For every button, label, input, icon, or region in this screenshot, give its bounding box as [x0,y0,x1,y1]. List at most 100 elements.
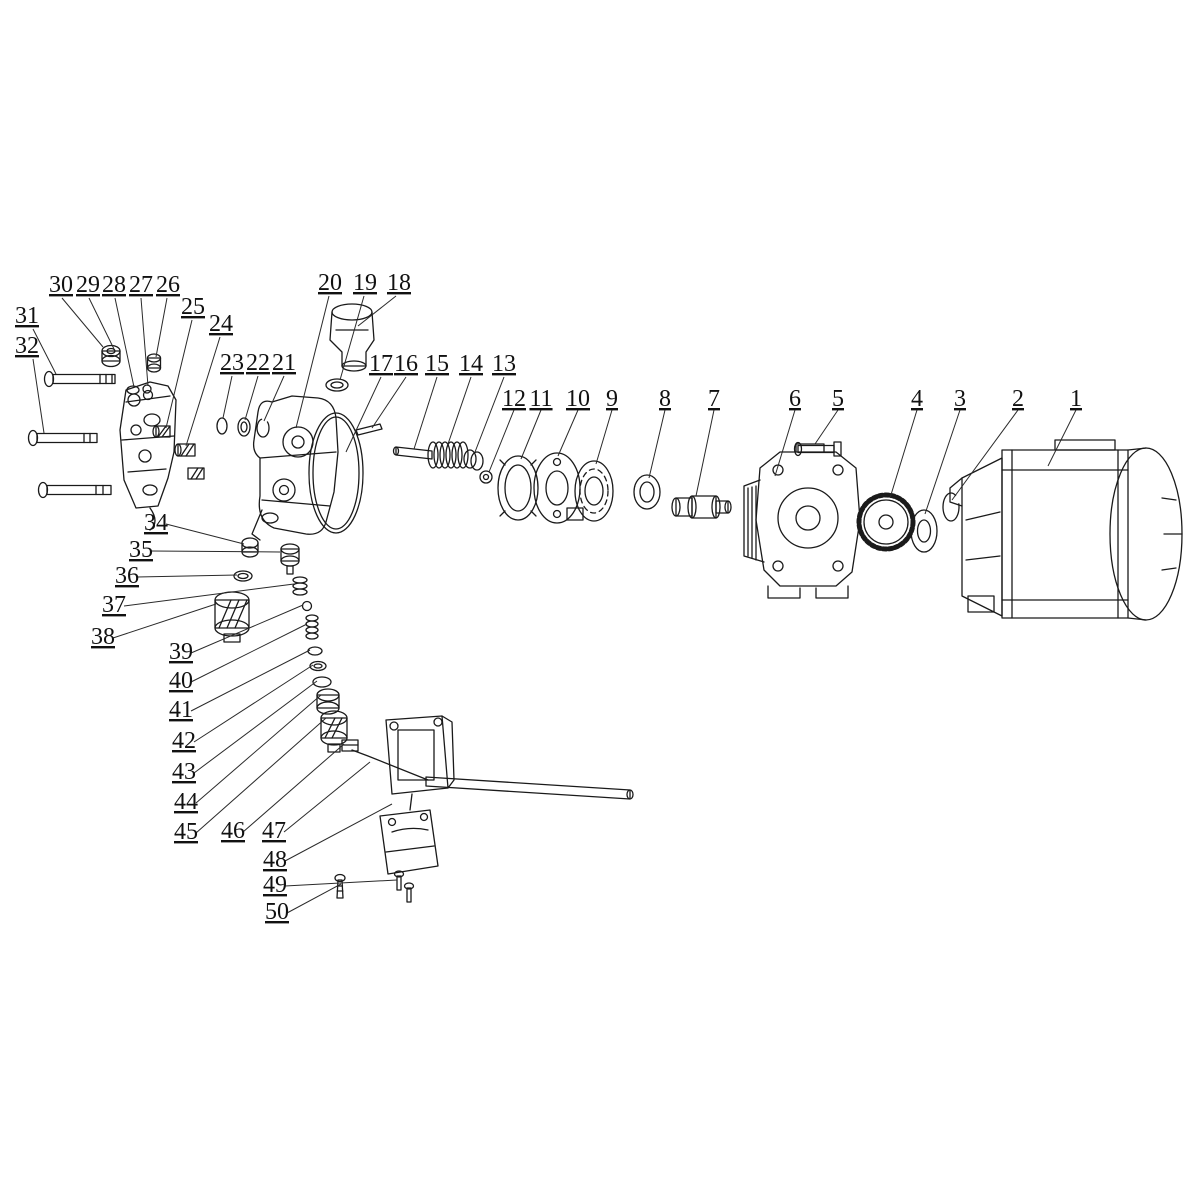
part-9-bearing [574,460,614,522]
part-35-valve [280,543,300,575]
part-label-19: 19 [353,270,377,296]
part-label-26: 26 [156,272,180,298]
part-label-6: 6 [789,386,801,412]
part-label-44: 44 [174,789,198,815]
extra-bolt [37,481,112,499]
part-label-17: 17 [369,351,393,377]
part-24-fitting [174,443,205,480]
part-7-plunger [671,495,732,519]
part-label-15: 15 [425,351,449,377]
part-15-rod [392,446,433,460]
part-17-oring [308,412,364,534]
part-36-oring [233,570,253,582]
part-label-36: 36 [115,563,139,589]
part-label-20: 20 [318,270,342,296]
part-29-30-cap [101,344,121,368]
part-27-28-rings [126,384,152,395]
part-label-25: 25 [181,294,205,320]
part-21-clip [256,418,270,438]
part-label-7: 7 [708,386,720,412]
part-1-motor [949,439,1183,621]
part-label-18: 18 [387,270,411,296]
part-label-16: 16 [394,351,418,377]
part-2-retaining-ring [942,492,960,522]
part-18-funnel [329,303,375,372]
part-label-41: 41 [169,697,193,723]
part-11-bearing-plate [497,455,539,521]
part-8-seal [633,474,661,510]
parts-drawing [27,303,1183,903]
part-label-28: 28 [102,272,126,298]
part-label-49: 49 [263,872,287,898]
part-label-11: 11 [529,386,552,412]
part-22-washer [237,417,251,437]
part-label-9: 9 [606,386,618,412]
part-label-31: 31 [15,303,39,329]
part-34-plug [241,537,259,558]
part-label-40: 40 [169,668,193,694]
part-13-washers [463,449,484,471]
part-32-bolt [27,429,98,447]
part-label-12: 12 [502,386,526,412]
part-25-fitting [152,425,171,438]
bracket-upper [385,715,455,811]
part-10-wobble-plate [533,452,584,524]
part-label-13: 13 [492,351,516,377]
part-49-screws [393,870,415,903]
part-label-3: 3 [954,386,966,412]
part-label-8: 8 [659,386,671,412]
part-47-lever-rod [351,749,634,800]
part-label-23: 23 [220,350,244,376]
part-label-29: 29 [76,272,100,298]
part-37-spring [292,576,308,596]
leader-lines [32,295,1077,914]
part-label-48: 48 [263,847,287,873]
part-31-bolt [43,370,116,388]
part-39-ball [301,600,313,612]
part-label-27: 27 [129,272,153,298]
part-4-gear [856,492,916,552]
part-45-unloader-body [320,710,348,753]
part-label-22: 22 [246,350,270,376]
part-19-ring [325,378,349,392]
part-label-1: 1 [1070,386,1082,412]
part-50-screw [334,873,346,899]
part-label-38: 38 [91,624,115,650]
part-label-34: 34 [144,510,168,536]
part-16-pin [355,423,383,436]
part-label-4: 4 [911,386,923,412]
part-26-nut [146,353,162,373]
part-label-2: 2 [1012,386,1024,412]
part-label-37: 37 [102,592,126,618]
part-label-45: 45 [174,819,198,845]
part-label-32: 32 [15,333,39,359]
part-23-washer [216,417,228,435]
part-label-30: 30 [49,272,73,298]
part-3-bearing [910,509,938,553]
part-label-47: 47 [262,818,286,844]
part-label-5: 5 [832,386,844,412]
part-label-39: 39 [169,639,193,665]
part-14-spring [427,441,469,469]
part-label-42: 42 [172,728,196,754]
part-label-10: 10 [566,386,590,412]
part-41-washer [307,646,323,656]
part-labels: 1 2 3 4 5 6 7 8 9 10 11 12 13 14 15 16 1… [15,270,1082,925]
part-label-43: 43 [172,759,196,785]
part-40-spring [305,614,319,640]
part-label-14: 14 [459,351,483,377]
part-42-oring [309,660,327,672]
part-label-21: 21 [272,350,296,376]
part-label-35: 35 [129,537,153,563]
part-manifold-left [119,381,177,531]
part-6-pump-housing [743,443,861,599]
part-5-bolt [793,441,842,457]
part-12-key [479,470,493,484]
part-label-24: 24 [209,311,233,337]
part-38-threaded-plug [214,591,250,643]
part-label-50: 50 [265,899,289,925]
part-44-piston-cap [316,688,340,715]
part-48-bracket-lower [379,809,439,875]
